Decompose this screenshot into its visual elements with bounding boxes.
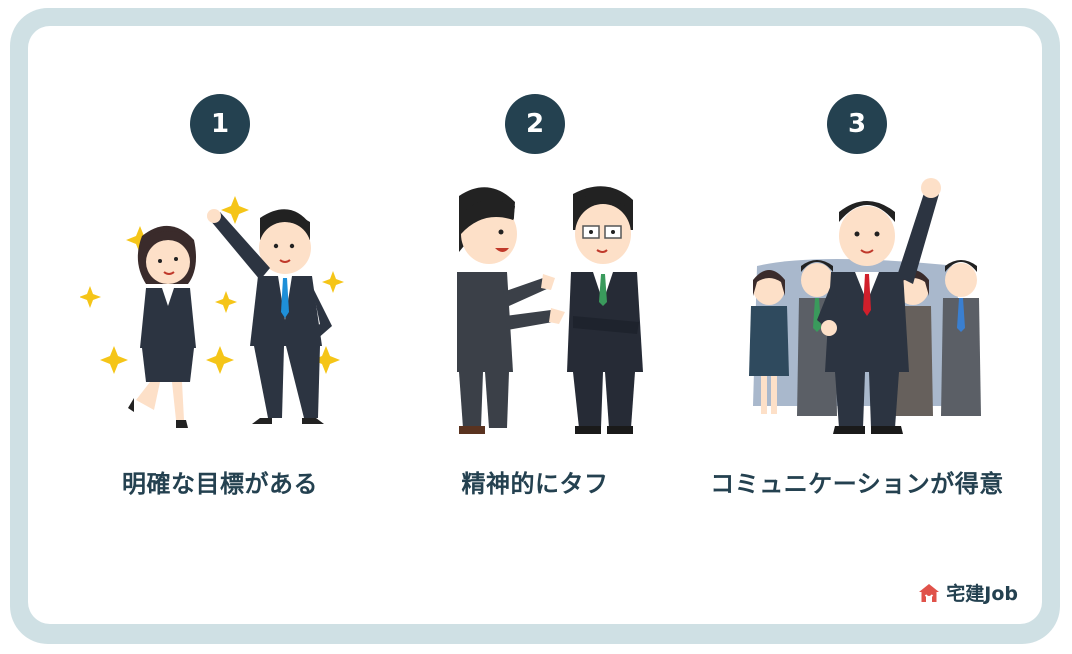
number-badge: 2 (505, 94, 565, 154)
trait-caption: 精神的にタフ (461, 470, 609, 498)
trait-card-2: 2 (375, 26, 695, 624)
trait-caption: コミュニケーションが得意 (710, 470, 1004, 498)
content-panel: 1 (28, 26, 1042, 624)
leader-raising-fist-with-team-illustration (749, 178, 981, 434)
sparkle-icon (80, 196, 344, 374)
businesspeople-pointing-with-sparkles-illustration (80, 196, 344, 428)
house-icon (919, 583, 940, 602)
trait-card-3: 3 (697, 26, 1017, 624)
brand-logo: 宅建Job (918, 579, 1018, 606)
number-badge: 1 (190, 94, 250, 154)
brand-logo-text: 宅建Job (946, 583, 1018, 605)
trait-card-1: 1 (60, 26, 380, 624)
two-businessmen-talking-illustration (457, 186, 643, 434)
trait-caption: 明確な目標がある (122, 470, 318, 498)
number-badge: 3 (827, 94, 887, 154)
